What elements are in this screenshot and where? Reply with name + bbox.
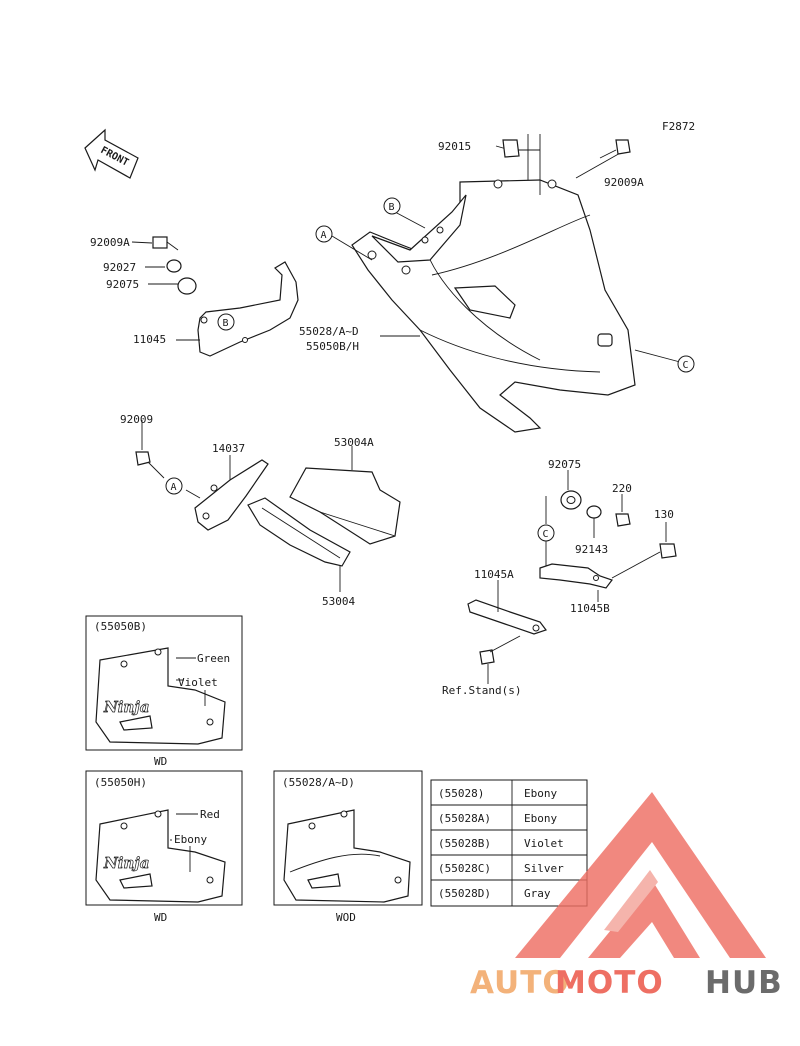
table-color: Silver [524,862,564,875]
mount-hole [436,226,444,234]
variant-55050b-color2: Violet [178,676,218,689]
stand-bracket-11045a[interactable] [467,599,547,635]
label-14037: 14037 [212,442,245,455]
variant-55050h-color2: Ebony [174,833,207,846]
grommet-92075-left[interactable] [177,277,197,295]
table-code: (55028B) [438,837,491,850]
variant-55050b-cowl: Ninja [95,647,226,745]
variant-55028-title: (55028/A~D) [282,776,355,789]
bracket-11045b[interactable] [539,563,613,589]
callout-a-bracket: A [165,477,183,495]
ref-stand-bolt[interactable] [479,635,521,665]
table-color: Violet [524,837,564,850]
color-table: (55028) Ebony (55028A) Ebony (55028B) Vi… [430,779,588,907]
figure-code: F2872 [662,120,695,133]
bolt-92009a-left[interactable] [152,236,179,251]
bolt-92009a-top[interactable] [599,139,631,159]
wordmark-hub: HUB [705,965,783,1001]
table-code: (55028C) [438,862,491,875]
label-11045b: 11045B [570,602,610,615]
variant-box-55028 [273,770,423,906]
label-92027: 92027 [103,261,136,274]
svg-text:B: B [389,202,395,213]
variant-55050h-title: (55050H) [94,776,147,789]
svg-text:C: C [683,360,689,371]
variant-55028-footer: WOD [336,911,356,924]
label-ref-stand: Ref.Stand(s) [442,684,521,697]
label-11045a: 11045A [474,568,514,581]
label-220: 220 [612,482,632,495]
variant-55050b-footer: WD [154,755,167,768]
label-55028: 55028/A~D [299,325,359,338]
callout-c-right: C [677,355,695,373]
duct-53004a[interactable] [289,467,401,545]
table-code: (55028D) [438,887,491,900]
svg-text:A: A [321,230,327,241]
label-53004: 53004 [322,595,355,608]
label-92143: 92143 [575,543,608,556]
table-code: (55028A) [438,812,491,825]
variant-55050b-title: (55050B) [94,620,147,633]
label-92015: 92015 [438,140,471,153]
label-11045: 11045 [133,333,166,346]
svg-text:C: C [543,529,549,540]
ninja-badge-text: Ninja [103,698,149,716]
collar-92143[interactable] [586,505,602,538]
wordmark-auto: AUTO [470,965,570,1001]
label-55050: 55050B/H [306,340,359,353]
clip-92015[interactable] [502,139,520,158]
label-92009a-left: 92009A [90,236,130,249]
grommet-92075-right[interactable] [560,490,582,510]
variant-55050h-footer: WD [154,911,167,924]
table-color: Ebony [524,812,557,825]
variant-box-55050h [85,770,243,906]
label-53004a: 53004A [334,436,374,449]
variant-55050b-color1: Green [197,652,230,665]
ninja-badge-text: Ninja [103,854,149,872]
duct-53004[interactable] [247,497,351,567]
automotohub-logo [515,792,766,958]
mount-hole [493,179,503,189]
bolt-92009[interactable] [135,451,165,479]
bracket-11045[interactable] [197,261,299,357]
label-92075-right: 92075 [548,458,581,471]
label-130: 130 [654,508,674,521]
lower-cowl-part[interactable] [351,179,636,433]
variant-55050h-color1: Red [200,808,220,821]
mount-hole [421,236,429,244]
mount-hole [547,179,557,189]
wordmark-moto: MOTO [555,965,664,1001]
variant-55050h-cowl: Ninja [95,809,226,903]
svg-text:A: A [171,482,177,493]
callout-c-bracket: C [537,524,555,542]
mount-hole [367,250,377,260]
table-code: (55028) [438,787,484,800]
label-92009: 92009 [120,413,153,426]
bracket-14037[interactable] [194,459,269,531]
mount-hole [401,265,411,275]
bolt-130[interactable] [611,543,677,579]
label-92075-left: 92075 [106,278,139,291]
variant-55028-cowl [283,809,411,903]
callout-a-top: A [315,225,333,243]
label-92009a-top: 92009A [604,176,644,189]
front-arrow-icon: FRONT [84,128,139,179]
table-color: Gray [524,887,551,900]
nut-220[interactable] [615,513,631,527]
automotohub-wordmark: AUTO MOTO HUB [470,965,783,1001]
callout-b-top: B [383,197,401,215]
svg-text:B: B [223,318,229,329]
collar-92027[interactable] [166,259,182,273]
variant-box-55050b [85,615,243,751]
table-color: Ebony [524,787,557,800]
callout-b-bracket: B [217,313,235,331]
